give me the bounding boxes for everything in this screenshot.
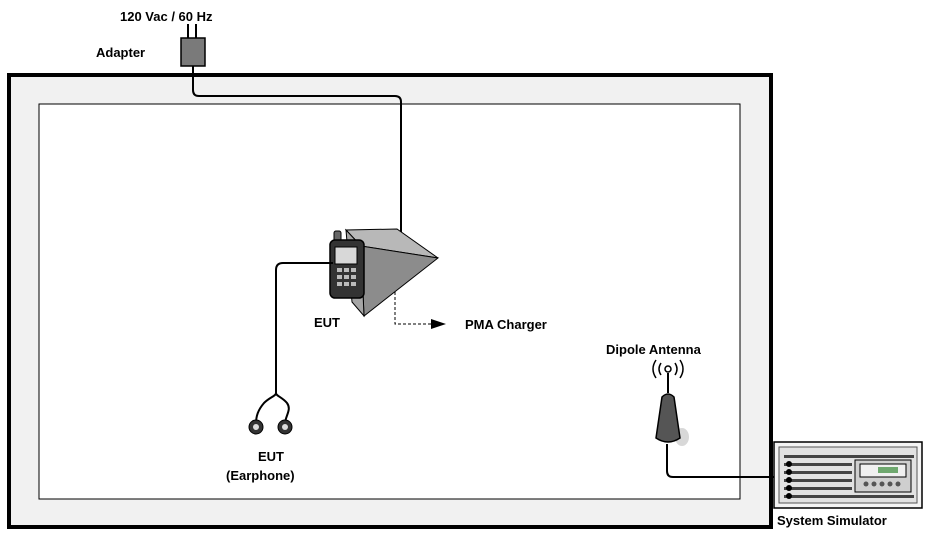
power-cable — [192, 66, 402, 232]
adapter-icon — [180, 24, 206, 67]
earphone-label-line1: EUT — [258, 449, 284, 464]
antenna-icon — [655, 373, 689, 446]
antenna-cable — [666, 444, 790, 478]
system-simulator-label: System Simulator — [777, 513, 887, 528]
system-simulator-icon — [773, 441, 923, 509]
dipole-antenna-label: Dipole Antenna — [606, 342, 702, 357]
earphone-icon — [248, 419, 293, 435]
phone-icon — [329, 230, 365, 299]
charger-pointer-arrow — [431, 319, 446, 329]
chamber-inner — [38, 103, 741, 500]
earphone-cable — [255, 262, 333, 425]
earphone-label-line2: (Earphone) — [226, 468, 295, 483]
adapter-label: Adapter — [96, 45, 145, 60]
eut-label: EUT — [314, 315, 340, 330]
charger-pointer-line — [394, 292, 432, 325]
pma-charger-label: PMA Charger — [465, 317, 547, 332]
antenna-signal-icon — [652, 359, 684, 379]
power-label: 120 Vac / 60 Hz — [120, 9, 213, 24]
